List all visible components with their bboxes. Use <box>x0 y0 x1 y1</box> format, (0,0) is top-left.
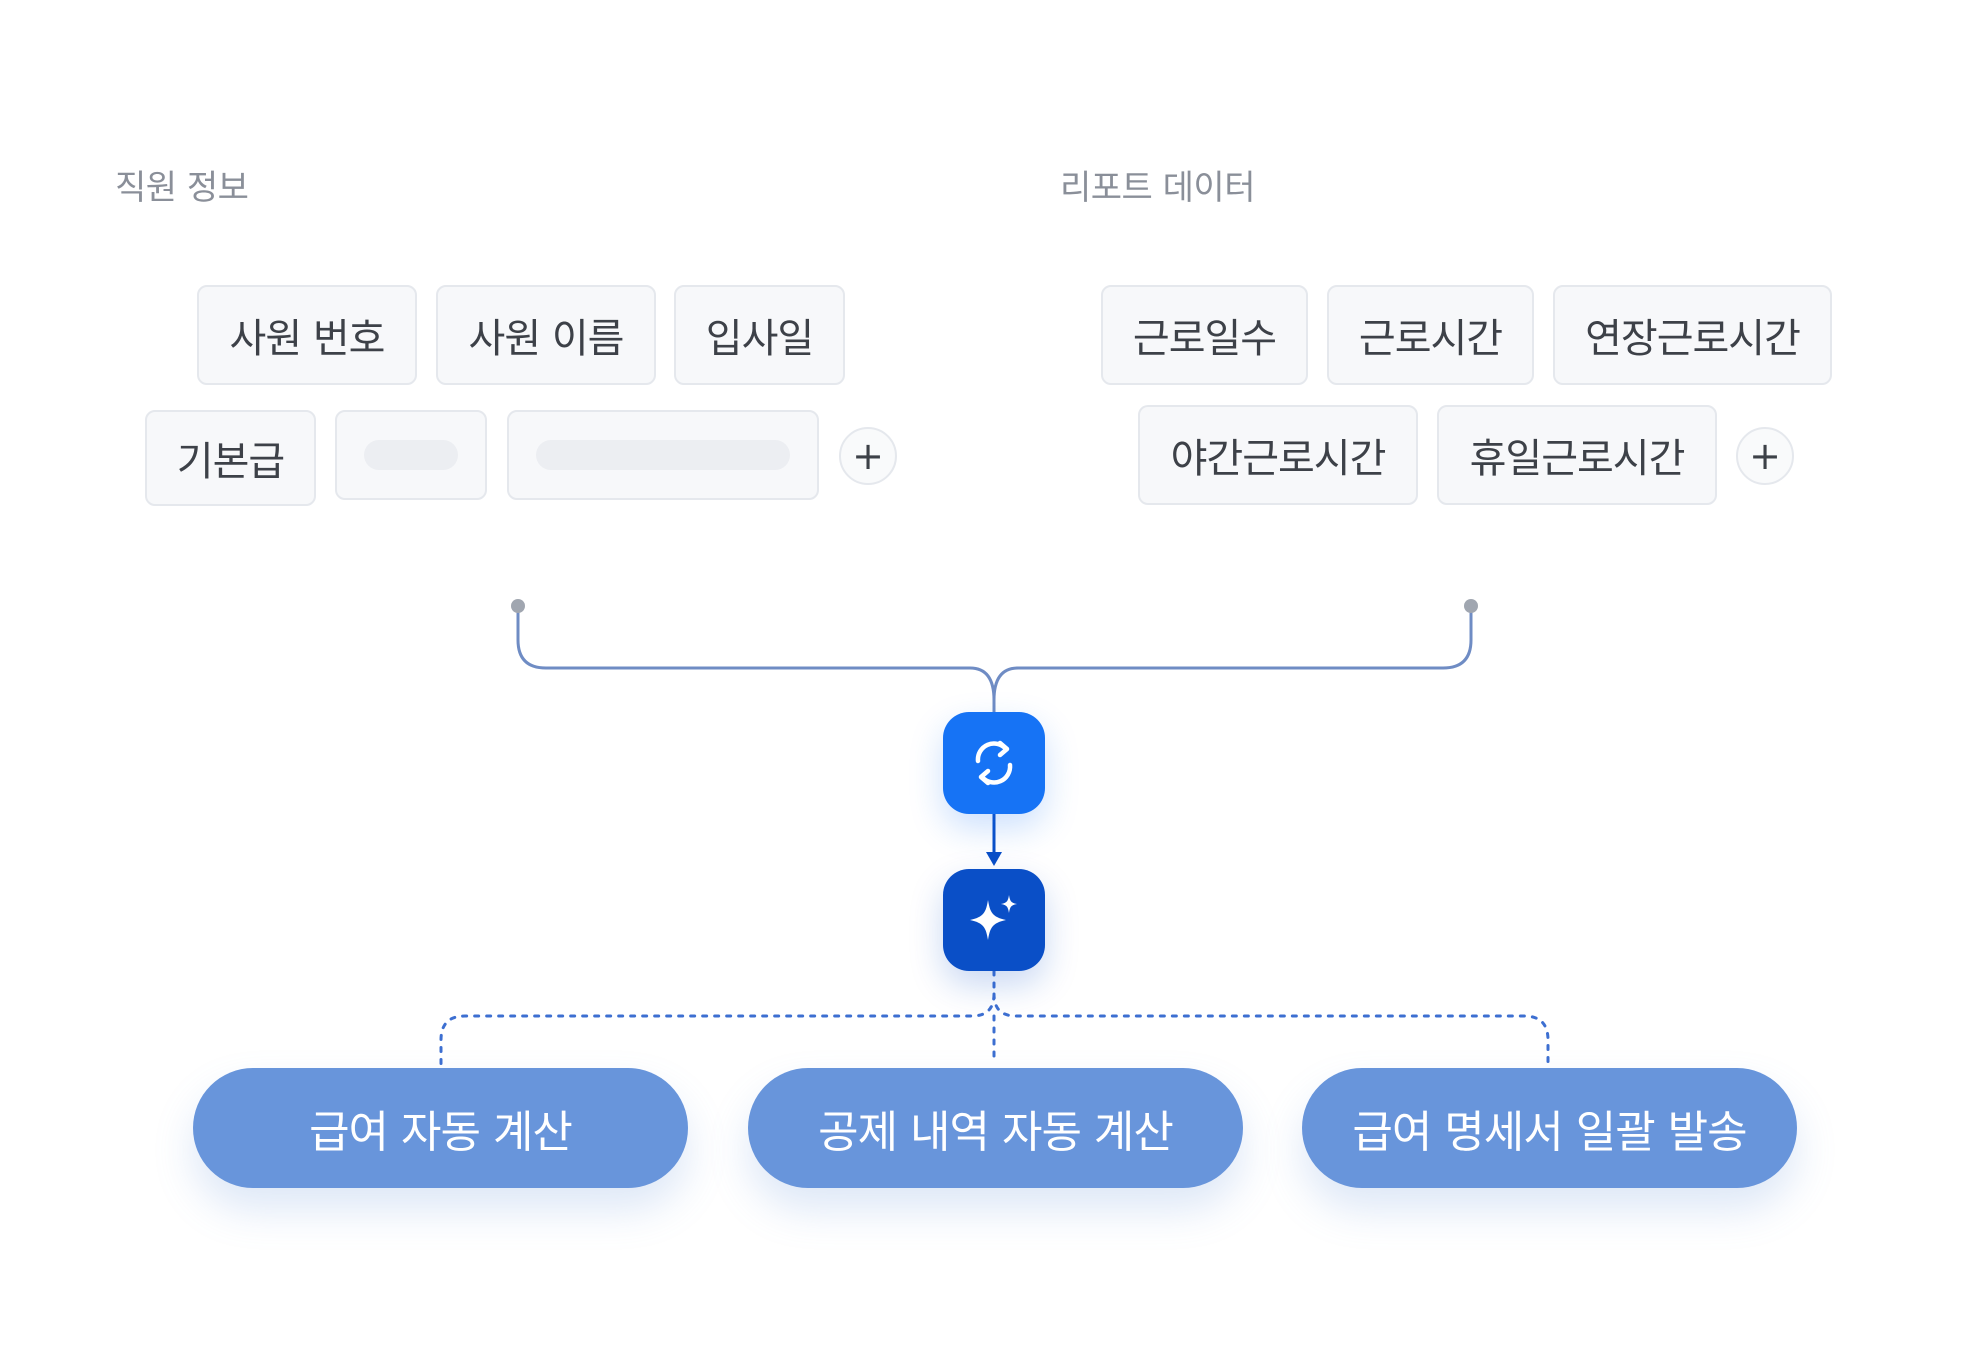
sync-icon <box>975 740 1013 786</box>
employee-info-title: 직원 정보 <box>115 168 249 208</box>
output-bulk-payslip: 급여 명세서 일괄 발송 <box>1302 1068 1797 1188</box>
sparkle-icon <box>970 895 1017 940</box>
connector-dot-left <box>511 599 525 613</box>
report-data-title: 리포트 데이터 <box>1060 168 1256 208</box>
placeholder-bar <box>364 440 458 470</box>
chip-employee-name[interactable]: 사원 이름 <box>436 285 656 385</box>
chip-night-hours[interactable]: 야간근로시간 <box>1138 405 1418 505</box>
chip-hire-date[interactable]: 입사일 <box>674 285 845 385</box>
sync-node <box>943 712 1045 814</box>
chip-placeholder-wide <box>507 410 819 500</box>
chip-employee-number[interactable]: 사원 번호 <box>197 285 417 385</box>
output-auto-payroll: 급여 자동 계산 <box>193 1068 688 1188</box>
arrow-connector <box>986 814 1002 866</box>
chip-base-salary[interactable]: 기본급 <box>145 410 316 506</box>
chip-placeholder-small <box>335 410 487 500</box>
chip-overtime-hours[interactable]: 연장근로시간 <box>1553 285 1832 385</box>
placeholder-bar <box>536 440 790 470</box>
branch-connector <box>439 969 1550 1066</box>
chip-working-hours[interactable]: 근로시간 <box>1327 285 1534 385</box>
chip-holiday-hours[interactable]: 휴일근로시간 <box>1437 405 1717 505</box>
connector-dot-right <box>1464 599 1478 613</box>
output-auto-deduction: 공제 내역 자동 계산 <box>748 1068 1243 1188</box>
add-employee-field-button[interactable]: + <box>839 427 897 485</box>
ai-node <box>943 869 1045 971</box>
chip-working-days[interactable]: 근로일수 <box>1101 285 1308 385</box>
add-report-field-button[interactable]: + <box>1736 427 1794 485</box>
merge-connector <box>516 606 1473 712</box>
